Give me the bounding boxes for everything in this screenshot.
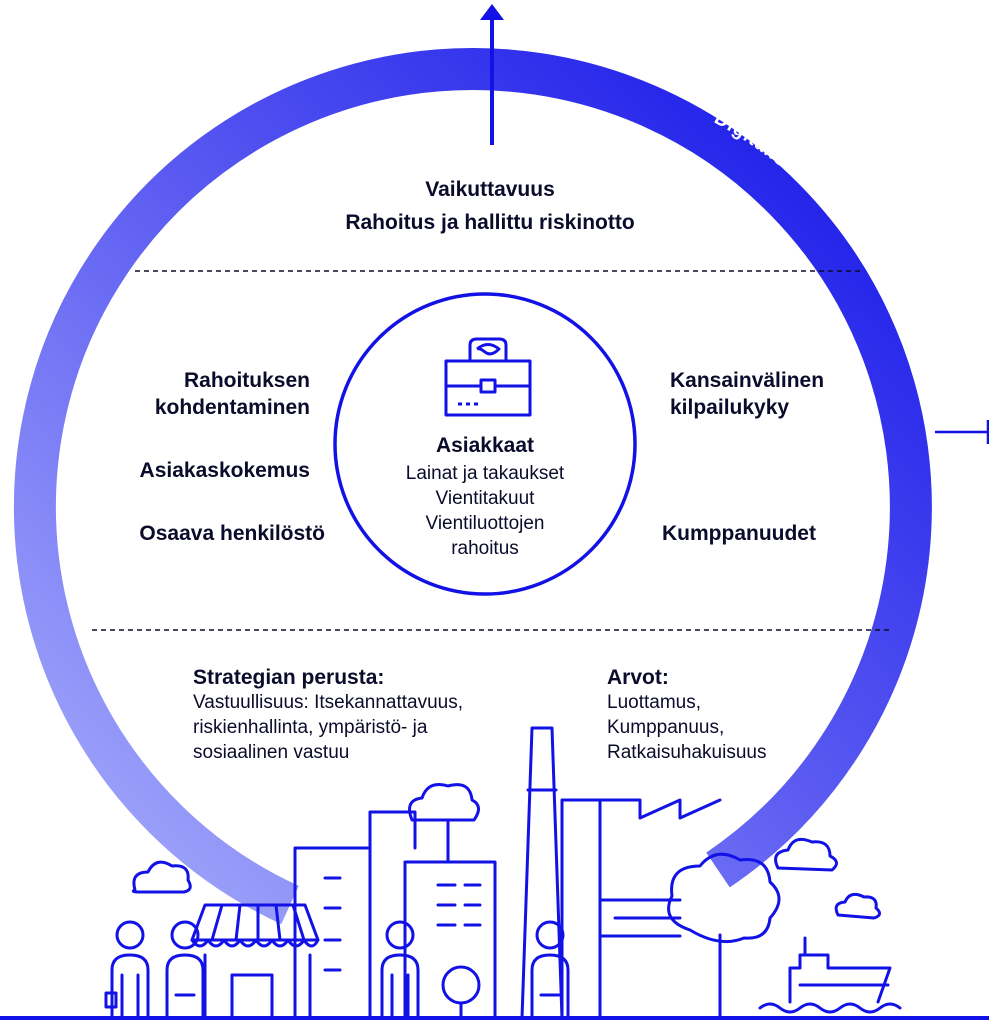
right-item-1b: kilpailukyky — [670, 396, 790, 419]
values-line-3: Ratkaisuhakuisuus — [607, 742, 767, 763]
right-item-2: Kumppanuudet — [662, 522, 816, 545]
values-title: Arvot: — [607, 666, 669, 689]
cityscape — [0, 726, 989, 1020]
customers-title: Asiakkaat — [435, 434, 535, 457]
customers-line-2: Vientitakuut — [435, 488, 535, 509]
building-icon — [293, 810, 417, 1020]
values-line-1: Luottamus, — [607, 692, 701, 713]
person-icon — [104, 920, 150, 1020]
customers-circle — [333, 292, 637, 596]
left-item-2: Asiakaskokemus — [139, 459, 310, 482]
right-item-1a: Kansainvälinen — [670, 369, 825, 392]
financing-title: Rahoitus ja hallittu riskinotto — [345, 211, 635, 234]
digitalization-ring — [13, 48, 932, 925]
tree-icon — [667, 852, 781, 1020]
cloud-icon — [131, 860, 192, 894]
foundation-line-1: Vastuullisuus: Itsekannattavuus, — [193, 692, 464, 713]
foundation-line-3: sosiaalinen vastuu — [193, 742, 350, 763]
cloud-icon — [774, 837, 838, 872]
foundation-line-2: riskienhallinta, ympäristö- ja — [193, 717, 428, 738]
briefcase-icon — [444, 337, 532, 417]
impact-title: Vaikuttavuus — [425, 178, 555, 201]
cloud-icon — [408, 783, 480, 822]
person-icon — [530, 920, 570, 1020]
ship-icon — [758, 936, 902, 1014]
foundation-title: Strategian perusta: — [193, 666, 385, 689]
building-icon — [403, 860, 497, 1020]
customers-line-4: rahoitus — [451, 538, 519, 559]
left-item-1a: Rahoituksen — [183, 369, 310, 392]
left-item-3: Osaava henkilöstö — [139, 522, 325, 545]
cloud-icon — [834, 892, 881, 920]
customers-line-3: Vientiluottojen — [425, 513, 545, 534]
shop-icon — [190, 903, 320, 1020]
person-icon — [380, 920, 420, 1020]
person-icon — [165, 920, 205, 1020]
tree-icon — [441, 965, 481, 1020]
up-arrow-icon — [480, 4, 504, 145]
values-line-2: Kumppanuus, — [607, 717, 725, 738]
right-arrow-icon — [935, 420, 989, 444]
left-item-1b: kohdentaminen — [154, 396, 310, 419]
factory-icon — [520, 726, 722, 1020]
customers-line-1: Lainat ja takaukset — [405, 463, 565, 484]
